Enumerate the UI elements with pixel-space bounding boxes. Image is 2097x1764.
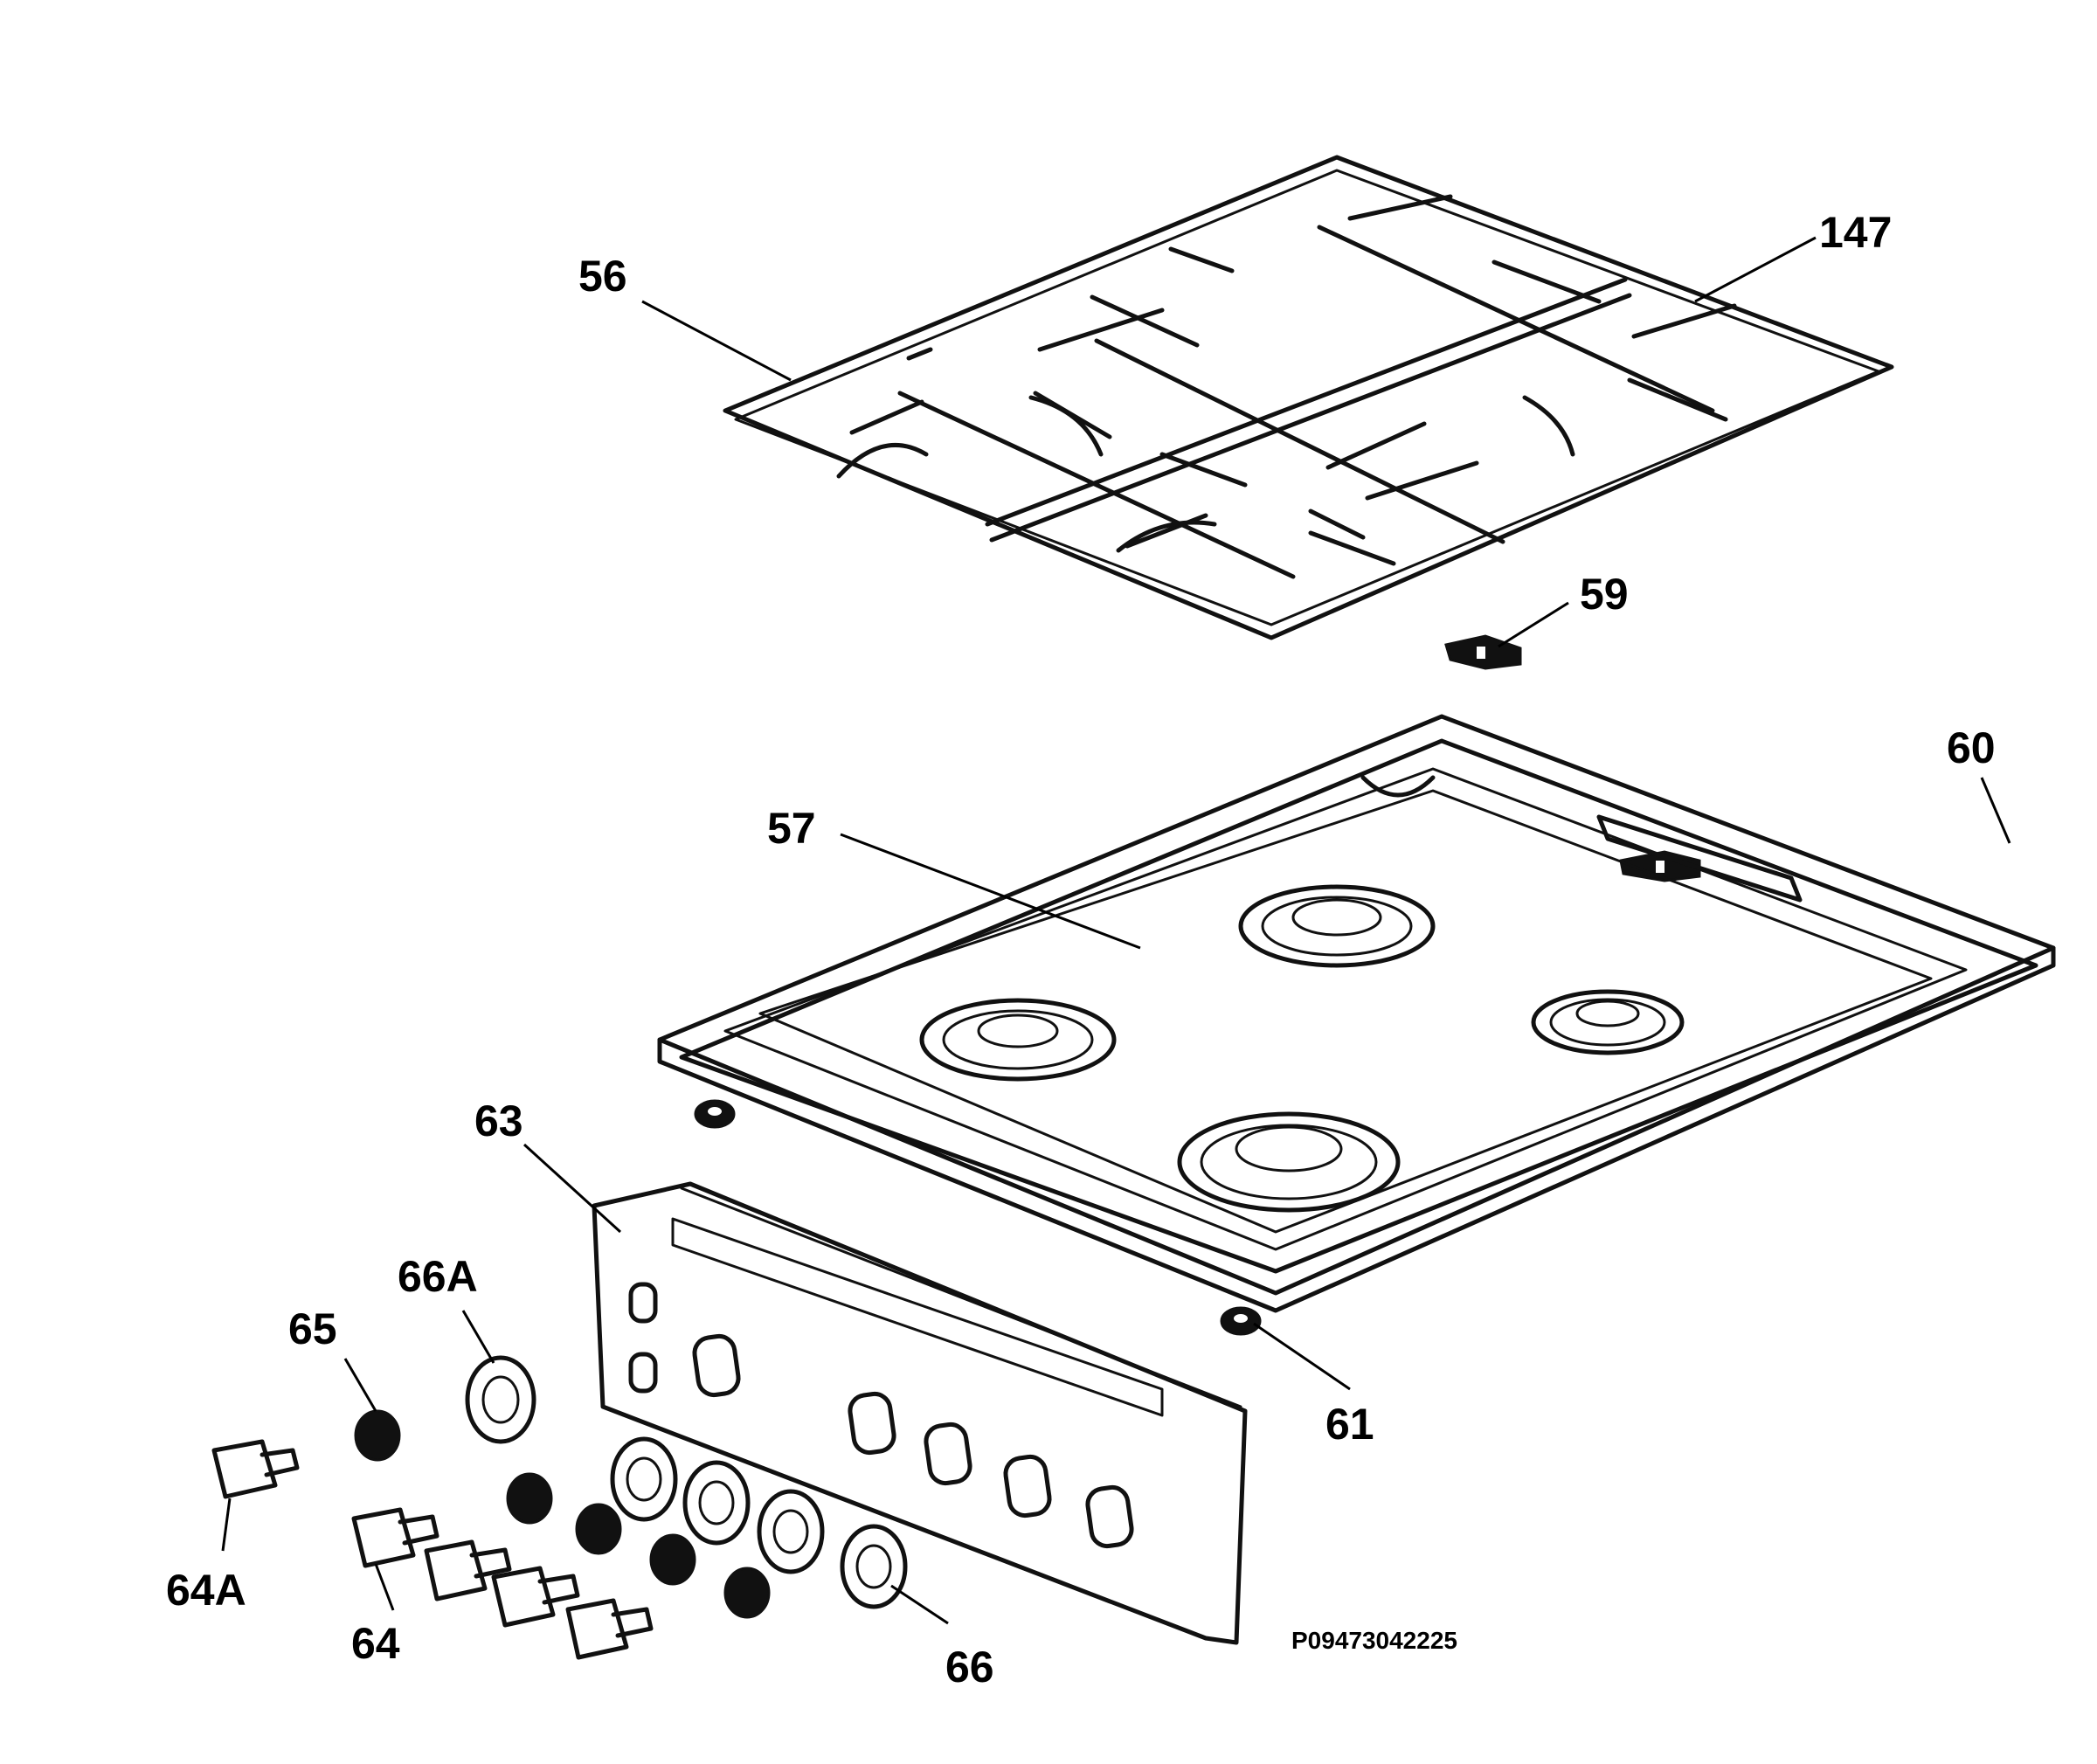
callout-64a: 64A: [166, 1566, 246, 1615]
callout-labels: 56 147 59 60 57 63 66A 65 61 64A 64 66 P…: [166, 208, 1996, 1691]
clip-61-left: [694, 1099, 736, 1129]
drawing-code: P09473042225: [1291, 1627, 1457, 1654]
callout-65: 65: [288, 1304, 337, 1353]
callout-64: 64: [351, 1619, 400, 1668]
cap-65-row: [354, 1409, 771, 1619]
callout-60: 60: [1947, 723, 1996, 772]
callout-66a: 66A: [398, 1252, 478, 1301]
bezel-66-row: [610, 1436, 908, 1609]
knob-64a: [211, 1439, 300, 1499]
callout-63: 63: [474, 1096, 523, 1145]
hob-top-plate: [657, 714, 2056, 1313]
knob-64-row: [351, 1507, 654, 1660]
callout-66: 66: [945, 1643, 994, 1691]
callout-59: 59: [1580, 570, 1629, 619]
bezel-66a: [465, 1355, 536, 1444]
leader-lines: [221, 236, 2011, 1625]
pan-support-grid: [723, 155, 1894, 640]
screw-60: [1619, 850, 1701, 882]
burner-rear-right: [1531, 989, 1685, 1055]
callout-147: 147: [1819, 208, 1892, 257]
burner-front-large: [1177, 1111, 1401, 1213]
control-panel: [592, 1181, 1248, 1645]
burner-front-left: [919, 998, 1117, 1082]
burner-rear-large: [1238, 884, 1436, 968]
callout-57: 57: [767, 804, 816, 853]
callout-56: 56: [578, 252, 627, 301]
callout-61: 61: [1325, 1400, 1374, 1449]
clip-61-right: [1220, 1306, 1262, 1336]
